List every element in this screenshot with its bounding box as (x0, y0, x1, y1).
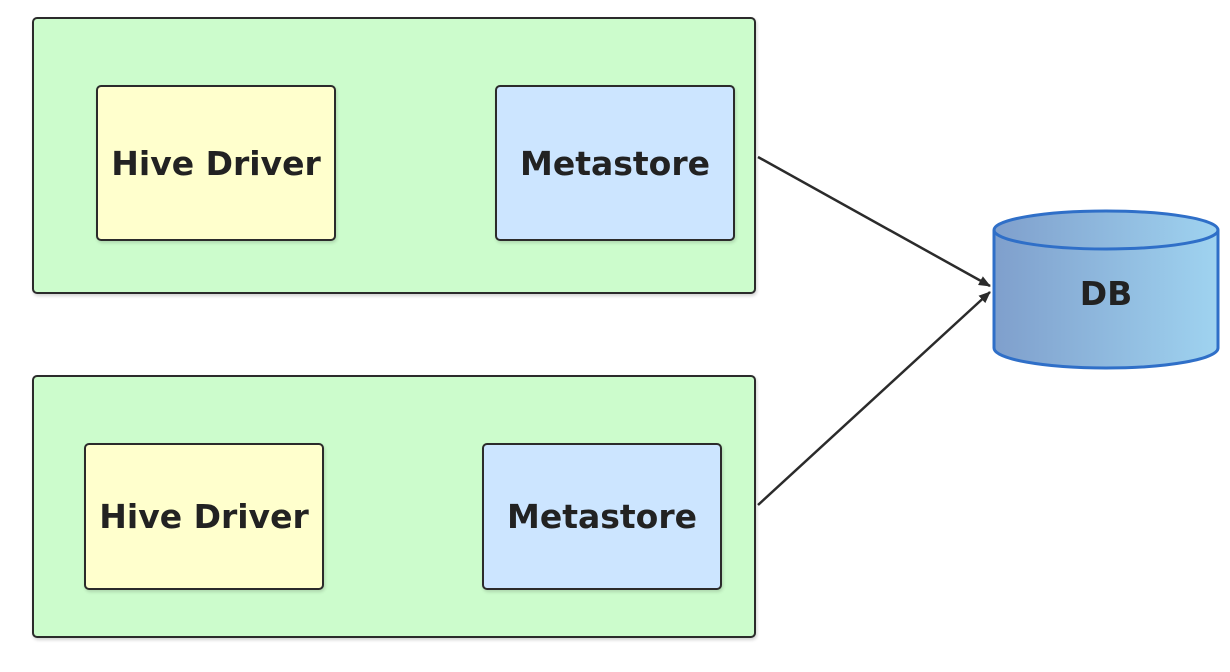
hive-driver-box-2: Hive Driver (84, 443, 324, 590)
hive-driver-label-2: Hive Driver (99, 497, 309, 536)
arrow-metastore1-to-db (757, 155, 991, 288)
metastore-box-2: Metastore (482, 443, 722, 590)
database-label: DB (1079, 274, 1133, 313)
metastore-label-1: Metastore (519, 143, 710, 183)
hive-driver-box-1: Hive Driver (96, 85, 336, 241)
hive-driver-label-1: Hive Driver (111, 143, 321, 183)
metastore-label-2: Metastore (506, 497, 697, 536)
metastore-box-1: Metastore (495, 85, 735, 241)
database-cylinder: DB (990, 208, 1222, 372)
database-icon (992, 209, 1220, 370)
arrow-metastore2-to-db (757, 291, 991, 506)
